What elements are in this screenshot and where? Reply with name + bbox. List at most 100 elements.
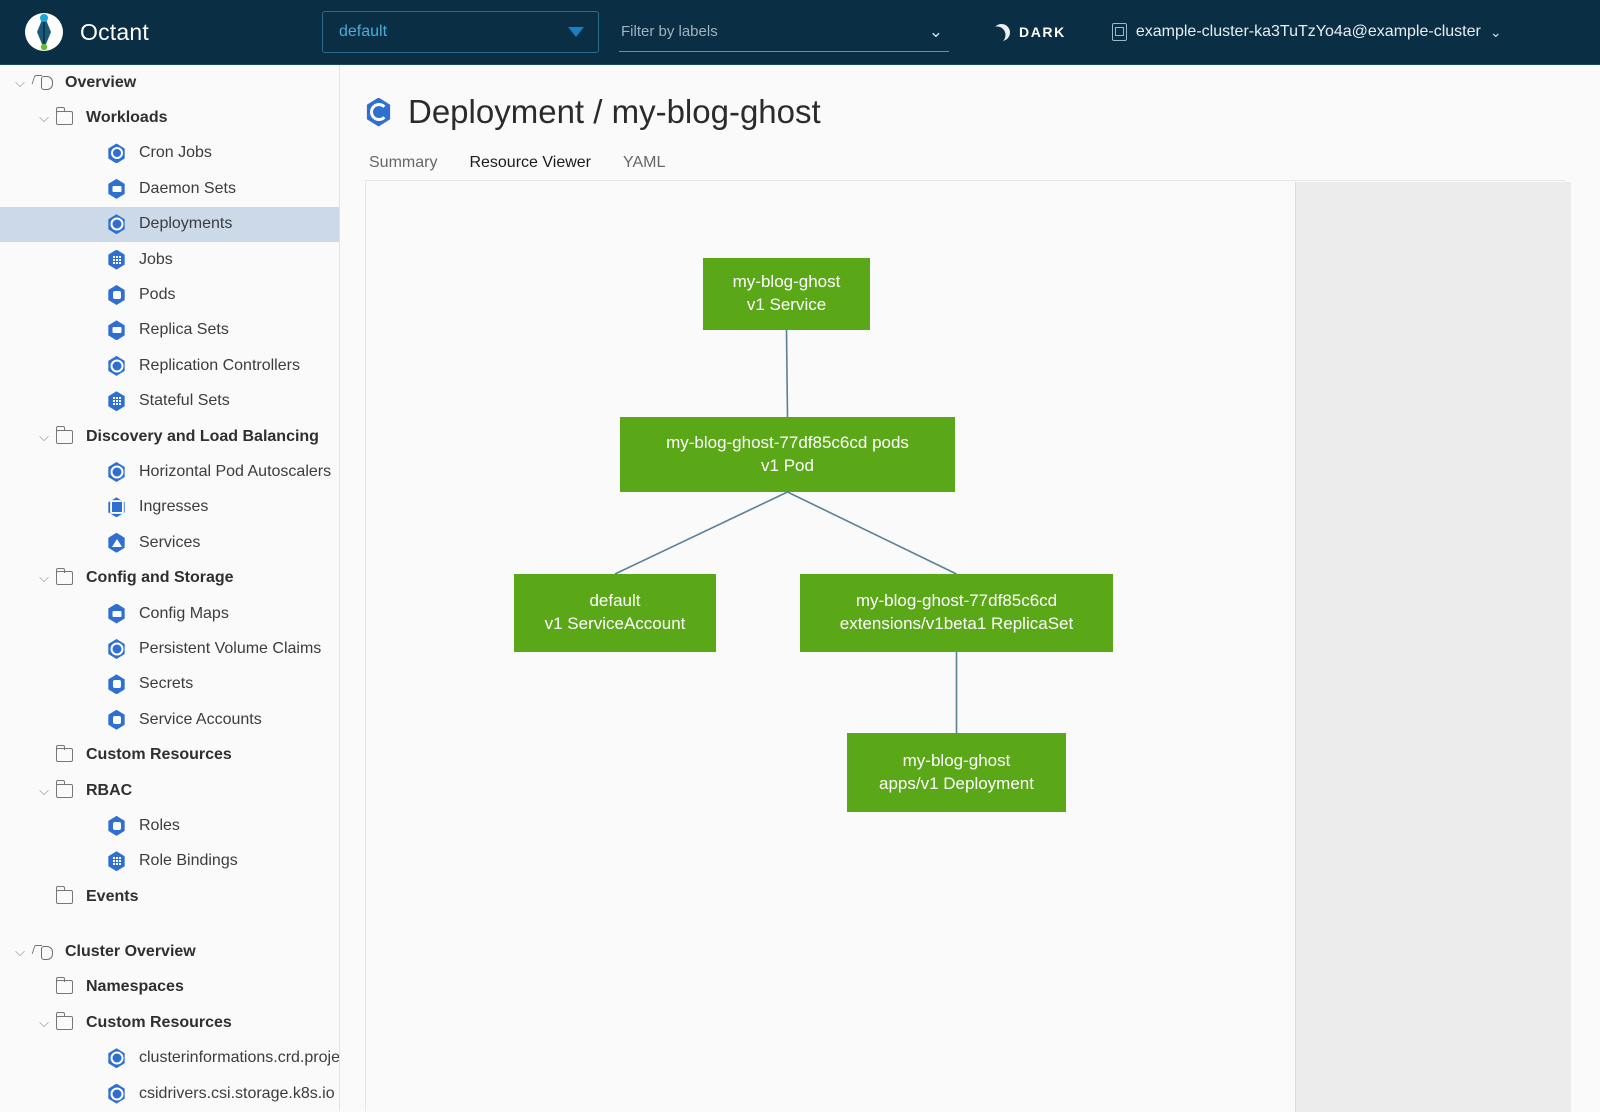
- sidebar-item-label: RBAC: [86, 781, 133, 799]
- resource-graph[interactable]: my-blog-ghost v1 Service my-blog-ghost-77d…: [366, 181, 1564, 1111]
- sidebar-item-roles[interactable]: ⌵Roles: [0, 808, 339, 843]
- k8s-hpa-icon: [108, 461, 125, 482]
- sidebar-item-rbac[interactable]: ⌵ RBAC: [0, 773, 339, 808]
- chevron-down-icon[interactable]: ⌵: [15, 74, 25, 90]
- namespace-select[interactable]: default: [322, 11, 599, 53]
- folder-icon: [56, 1012, 73, 1030]
- tab-summary[interactable]: Summary: [369, 154, 438, 171]
- sidebar-item-custom-resources[interactable]: ⌵Custom Resources: [0, 737, 339, 772]
- brand[interactable]: Octant: [22, 10, 312, 54]
- sidebar-item-workloads[interactable]: ⌵Workloads: [0, 100, 339, 135]
- sidebar-item-jobs[interactable]: ⌵Jobs: [0, 242, 339, 277]
- sidebar-item-label: Replica Sets: [139, 321, 229, 339]
- sidebar-item-label: Custom Resources: [86, 1013, 232, 1031]
- sidebar-item-service-accounts[interactable]: ⌵Service Accounts: [0, 702, 339, 737]
- sidebar-item-config-and-storage[interactable]: ⌵ Config and Storage: [0, 560, 339, 595]
- sidebar-item-label: Ingresses: [139, 498, 209, 516]
- graph-edge: [785, 329, 789, 418]
- chevron-down-icon[interactable]: ⌵: [39, 110, 49, 126]
- sidebar-item-services[interactable]: ⌵Services: [0, 525, 339, 560]
- chevron-down-icon[interactable]: ⌵: [15, 944, 25, 960]
- folder-icon: [56, 886, 73, 904]
- graph-node-kind: v1 Service: [746, 295, 827, 314]
- tab-bar[interactable]: Summary Resource Viewer YAML: [365, 149, 1600, 183]
- resource-detail-panel[interactable]: [1295, 182, 1571, 1112]
- chevron-down-icon[interactable]: ⌵: [39, 428, 49, 444]
- k8s-configmap-icon: [108, 603, 125, 624]
- sidebar-item-namespaces[interactable]: ⌵Namespaces: [0, 970, 339, 1005]
- folder-icon: [56, 976, 73, 995]
- graph-node-pod[interactable]: my-blog-ghost-77df85c6cd pods v1 Pod: [620, 417, 955, 492]
- sidebar-item-label: Events: [86, 887, 139, 905]
- sidebar-item-csidrivers-csi-storage-k8s-io[interactable]: ⌵csidrivers.csi.storage.k8s.io: [0, 1076, 339, 1111]
- sidebar-item-role-bindings[interactable]: ⌵Role Bindings: [0, 844, 339, 879]
- k8s-ingress-icon: [108, 497, 125, 518]
- chevron-down-icon[interactable]: ⌵: [39, 570, 49, 586]
- dark-mode-toggle[interactable]: DARK: [993, 24, 1066, 41]
- sidebar-item-label: csidrivers.csi.storage.k8s.io: [139, 1084, 335, 1102]
- sidebar-item-overview[interactable]: ⌵ Overview: [0, 65, 339, 100]
- tab-yaml[interactable]: YAML: [623, 154, 666, 171]
- k8s-serviceaccount-icon: [108, 709, 125, 730]
- sidebar-item-config-maps[interactable]: ⌵Config Maps: [0, 596, 339, 631]
- graph-node-kind: v1 ServiceAccount: [544, 614, 686, 633]
- sidebar-item-pods[interactable]: ⌵Pods: [0, 277, 339, 312]
- graph-node-name: my-blog-ghost: [732, 272, 841, 292]
- graph-node-kind: apps/v1 Deployment: [879, 773, 1034, 793]
- label-filter-input[interactable]: Filter by labels ⌄: [619, 12, 949, 52]
- k8s-service-icon: [108, 532, 125, 553]
- graph-edge: [614, 491, 788, 575]
- sidebar-item-horizontal-pod-autoscalers[interactable]: ⌵Horizontal Pod Autoscalers: [0, 454, 339, 489]
- sidebar-item-replication-controllers[interactable]: ⌵Replication Controllers: [0, 348, 339, 383]
- sidebar-item-label: Namespaces: [86, 978, 184, 996]
- label-filter-placeholder: Filter by labels: [621, 23, 718, 40]
- page-title: Deployment / my-blog-ghost: [365, 93, 1600, 131]
- sidebar-item-stateful-sets[interactable]: ⌵Stateful Sets: [0, 384, 339, 419]
- k8s-deployment-icon: [366, 97, 391, 127]
- chevron-down-icon[interactable]: ⌄: [928, 22, 943, 41]
- graph-node-sa[interactable]: default v1 ServiceAccount: [514, 574, 716, 652]
- cluster-selector[interactable]: example-cluster-ka3TuTzYo4a@example-clus…: [1111, 23, 1502, 41]
- k8s-replicaset-icon: [108, 320, 125, 341]
- sidebar-item-label: Custom Resources: [86, 746, 232, 764]
- graph-node-kind: v1 Pod: [761, 455, 814, 475]
- sidebar-item-daemon-sets[interactable]: ⌵Daemon Sets: [0, 171, 339, 206]
- sidebar-item-ingresses[interactable]: ⌵Ingresses: [0, 490, 339, 525]
- k8s-daemonset-icon: [108, 178, 125, 199]
- k8s-crd-icon: [108, 1048, 125, 1069]
- sidebar-item-events[interactable]: ⌵Events: [0, 879, 339, 914]
- page-title-text: Deployment / my-blog-ghost: [408, 93, 821, 130]
- sidebar-item-deployments[interactable]: ⌵Deployments: [0, 206, 339, 242]
- sidebar-item-label: Stateful Sets: [139, 392, 230, 410]
- sidebar-item-persistent-volume-claims[interactable]: ⌵Persistent Volume Claims: [0, 631, 339, 666]
- graph-node-kind: extensions/v1beta1 ReplicaSet: [839, 614, 1074, 633]
- chevron-down-icon[interactable]: ⌵: [39, 1014, 49, 1030]
- sidebar-item-label: Deployments: [139, 215, 233, 233]
- sidebar-item-label: Role Bindings: [139, 852, 238, 870]
- k8s-cronjob-icon: [108, 143, 125, 164]
- sidebar-item-secrets[interactable]: ⌵Secrets: [0, 667, 339, 702]
- graph-node-svc[interactable]: my-blog-ghost v1 Service: [703, 258, 870, 330]
- sidebar-navigation[interactable]: ⌵ Overview ⌵Workloads⌵Cron Jobs⌵Daemon Set…: [0, 65, 340, 1111]
- chevron-down-icon[interactable]: ⌵: [39, 782, 49, 798]
- sidebar-item-label: Replication Controllers: [139, 356, 300, 374]
- sidebar-item-cluster-overview[interactable]: ⌵Cluster Overview: [0, 934, 339, 969]
- sidebar-item-label: Config and Storage: [86, 569, 234, 587]
- main-content: Deployment / my-blog-ghost Summary Resour…: [341, 65, 1600, 1112]
- sidebar-item-label: Secrets: [139, 675, 194, 693]
- sidebar-item-label: Overview: [65, 73, 137, 91]
- tab-resource-viewer[interactable]: Resource Viewer: [453, 155, 607, 183]
- sidebar-item-cron-jobs[interactable]: ⌵Cron Jobs: [0, 136, 339, 171]
- app-header: Octant default Filter by labels ⌄ DARK e…: [0, 0, 1600, 65]
- sidebar-item-custom-resources[interactable]: ⌵ Custom Resources: [0, 1005, 339, 1040]
- folder-icon: [56, 744, 73, 763]
- sidebar-item-replica-sets[interactable]: ⌵Replica Sets: [0, 313, 339, 348]
- sidebar-item-discovery-and-load-balancing[interactable]: ⌵Discovery and Load Balancing: [0, 419, 339, 454]
- sidebar-spacer: [0, 914, 339, 934]
- graph-node-name: my-blog-ghost-77df85c6cd pods: [666, 432, 909, 452]
- sidebar-item-clusterinformations-crd-projec[interactable]: ⌵clusterinformations.crd.projec: [0, 1041, 339, 1076]
- graph-node-name: default: [589, 591, 641, 611]
- moon-icon: [993, 24, 1010, 41]
